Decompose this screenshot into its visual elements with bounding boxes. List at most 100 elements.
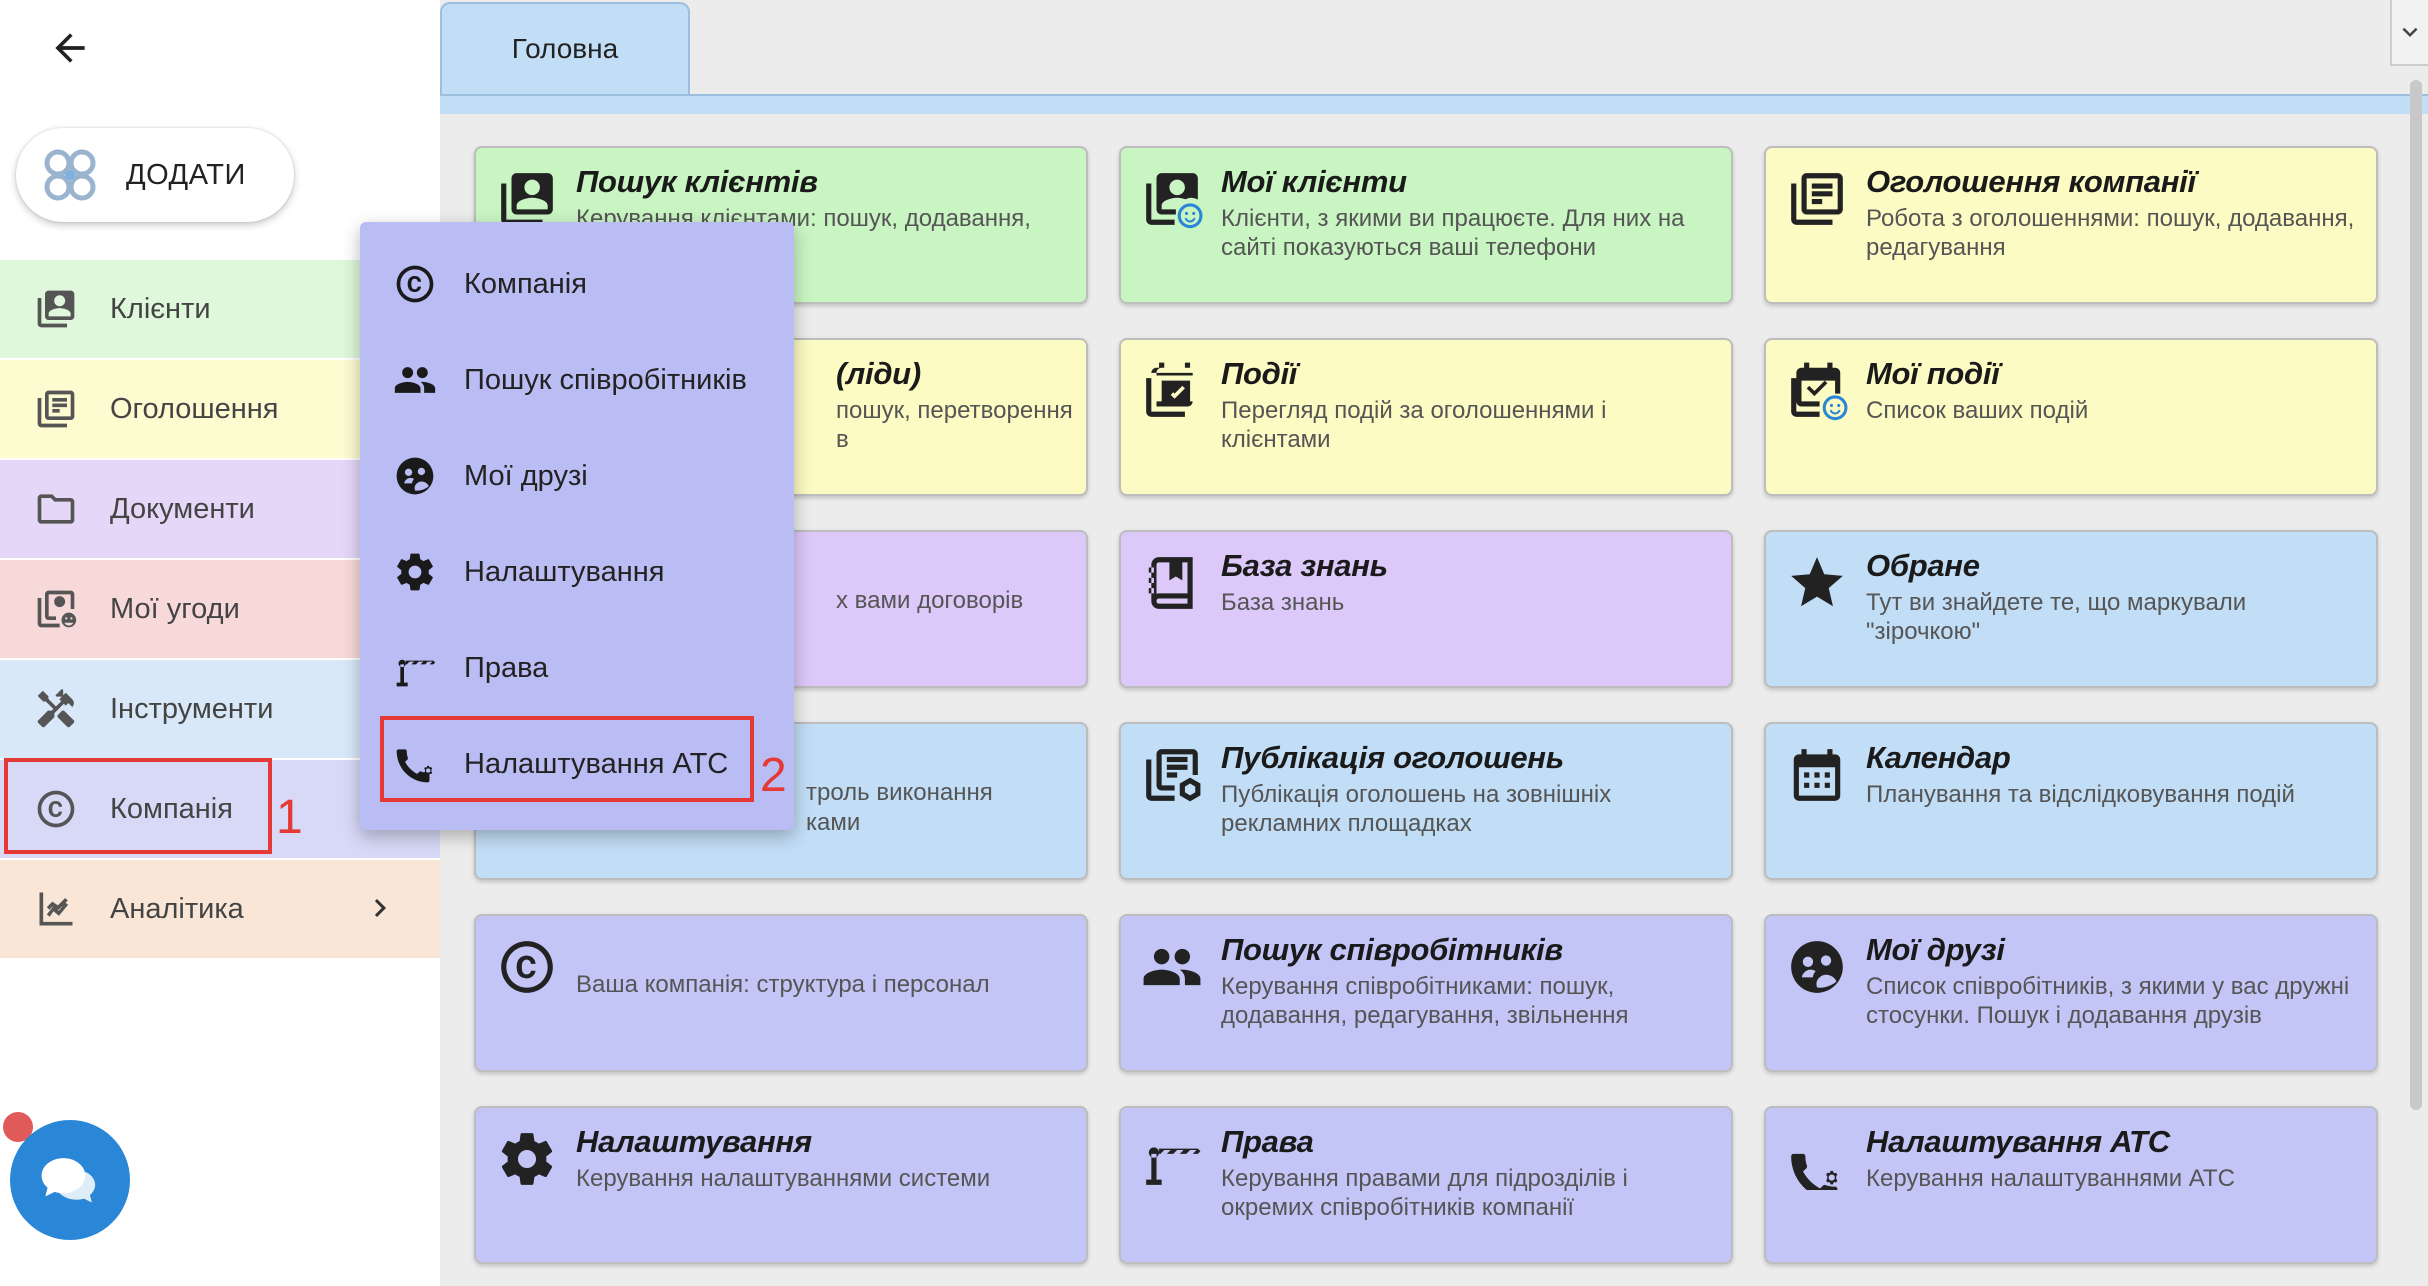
card-pbx-settings[interactable]: Налаштування АТС Керування налаштуванням…	[1764, 1106, 2378, 1264]
card-title: База знань	[1221, 548, 1388, 583]
my-events-icon	[1786, 360, 1848, 422]
card-description: Список ваших подій	[1866, 397, 2089, 424]
submenu-item-my-friends[interactable]: Мої друзі	[360, 428, 794, 524]
card-company[interactable]: Ваша компанія: структура і персонал	[474, 914, 1088, 1072]
card-title: Права	[1221, 1124, 1314, 1159]
sidebar-item-label: Оголошення	[110, 392, 279, 425]
arrow-left-icon	[55, 33, 85, 63]
gear-icon	[392, 549, 438, 595]
card-title: Публікація оголошень	[1221, 740, 1564, 775]
submenu-item-rights[interactable]: Права	[360, 620, 794, 716]
scrollbar[interactable]	[2410, 80, 2422, 1110]
submenu-item-label: Пошук співробітників	[464, 363, 747, 396]
add-button-label: ДОДАТИ	[126, 158, 246, 191]
barrier-icon	[1141, 1128, 1203, 1190]
sidebar-item-label: Мої угоди	[110, 592, 240, 625]
friends-icon	[392, 453, 438, 499]
card-title: Події	[1221, 356, 1298, 391]
tab-strip	[440, 94, 2428, 114]
card-my-events[interactable]: Мої події Список ваших подій	[1764, 338, 2378, 496]
submenu-item-settings[interactable]: Налаштування	[360, 524, 794, 620]
card-title: Налаштування	[576, 1124, 812, 1159]
copyright-icon	[496, 936, 558, 998]
chat-button[interactable]	[10, 1120, 130, 1240]
card-description: Керування налаштуваннями системи	[576, 1165, 991, 1192]
ads-icon	[1786, 168, 1848, 230]
submenu-item-label: Мої друзі	[464, 459, 588, 492]
card-rights[interactable]: Права Керування правами для підрозділів …	[1119, 1106, 1733, 1264]
card-description: Керування співробітниками: пошук, додава…	[1221, 973, 1629, 1029]
submenu-item-employee-search[interactable]: Пошук співробітників	[360, 332, 794, 428]
gear-icon	[496, 1128, 558, 1190]
card-description: Планування та відслідковування подій	[1866, 781, 2295, 808]
contacts-icon	[496, 168, 558, 230]
add-button[interactable]: ДОДАТИ	[16, 128, 294, 222]
card-title: Мої друзі	[1866, 932, 2005, 967]
submenu-item-company[interactable]: Компанія	[360, 236, 794, 332]
card-title: Налаштування АТС	[1866, 1124, 2170, 1159]
deals-icon	[34, 587, 78, 631]
company-submenu: Компанія Пошук співробітників Мої друзі …	[360, 222, 794, 830]
card-title: Обране	[1866, 548, 1980, 583]
card-title: Мої клієнти	[1221, 164, 1407, 199]
card-settings[interactable]: Налаштування Керування налаштуваннями си…	[474, 1106, 1088, 1264]
card-description: х вами договорів	[836, 587, 1024, 614]
card-description: Керування правами для підрозділів і окре…	[1221, 1165, 1628, 1221]
card-description: Керування налаштуваннями АТС	[1866, 1165, 2235, 1192]
my-clients-icon	[1141, 168, 1203, 230]
card-description: Список співробітників, з якими у вас дру…	[1866, 973, 2350, 1029]
ads-icon	[34, 387, 78, 431]
card-title: Пошук співробітників	[1221, 932, 1563, 967]
card-favorites[interactable]: Обране Тут ви знайдете те, що маркували …	[1764, 530, 2378, 688]
card-description: Перегляд подій за оголошеннями і клієнта…	[1221, 397, 1607, 453]
publish-icon	[1141, 744, 1203, 806]
card-description: Публікація оголошень на зовнішніх реклам…	[1221, 781, 1612, 837]
card-calendar[interactable]: Календар Планування та відслідковування …	[1764, 722, 2378, 880]
card-description: Клієнти, з якими ви працюєте. Для них на…	[1221, 205, 1685, 261]
people-icon	[392, 357, 438, 403]
card-title: Мої події	[1866, 356, 2000, 391]
submenu-item-label: Компанія	[464, 267, 587, 300]
card-title: Пошук клієнтів	[576, 164, 818, 199]
submenu-item-pbx-settings[interactable]: Налаштування АТС	[360, 716, 794, 812]
card-ads-publication[interactable]: Публікація оголошень Публікація оголошен…	[1119, 722, 1733, 880]
folder-icon	[34, 487, 78, 531]
barrier-icon	[392, 645, 438, 691]
submenu-item-label: Права	[464, 651, 549, 684]
submenu-item-label: Налаштування АТС	[464, 747, 729, 780]
sidebar-item-label: Компанія	[110, 792, 233, 825]
people-icon	[1141, 936, 1203, 998]
tab-bar: Головна	[440, 0, 2428, 114]
sidebar-item-label: Інструменти	[110, 692, 274, 725]
chevron-down-icon	[2402, 27, 2418, 37]
card-events[interactable]: Події Перегляд подій за оголошеннями і к…	[1119, 338, 1733, 496]
card-description-line2: ками	[806, 809, 861, 836]
marker-1: 1	[276, 791, 303, 844]
highlight-box-1	[4, 758, 272, 854]
sidebar-item-analytics[interactable]: Аналітика	[0, 860, 440, 958]
card-title: (ліди)	[836, 356, 921, 391]
card-description: пошук, перетворення в	[836, 397, 1073, 453]
card-description: Ваша компанія: структура і персонал	[576, 971, 990, 998]
card-title: Оголошення компанії	[1866, 164, 2196, 199]
card-description: Робота з оголошеннями: пошук, додавання,…	[1866, 205, 2355, 261]
tab-home[interactable]: Головна	[440, 2, 690, 94]
phone-settings-icon	[1786, 1128, 1848, 1201]
chat-bubbles-icon	[41, 1158, 96, 1203]
friends-icon	[1786, 936, 1848, 998]
calendar-icon	[1786, 744, 1848, 806]
phone-settings-icon	[392, 741, 438, 787]
marker-2: 2	[760, 749, 787, 802]
card-my-clients[interactable]: Мої клієнти Клієнти, з якими ви працюєте…	[1119, 146, 1733, 304]
card-employee-search[interactable]: Пошук співробітників Керування співробіт…	[1119, 914, 1733, 1072]
back-button[interactable]	[40, 18, 100, 78]
chevron-right-icon	[374, 899, 386, 917]
card-description: База знань	[1221, 589, 1345, 616]
sidebar-item-label: Клієнти	[110, 292, 211, 325]
card-company-ads[interactable]: Оголошення компанії Робота з оголошенням…	[1764, 146, 2378, 304]
tab-dropdown-button[interactable]	[2390, 0, 2428, 66]
logo-icon	[44, 149, 96, 201]
card-knowledge-base[interactable]: База знань База знань	[1119, 530, 1733, 688]
sidebar-item-label: Аналітика	[110, 892, 244, 925]
card-my-friends[interactable]: Мої друзі Список співробітників, з якими…	[1764, 914, 2378, 1072]
